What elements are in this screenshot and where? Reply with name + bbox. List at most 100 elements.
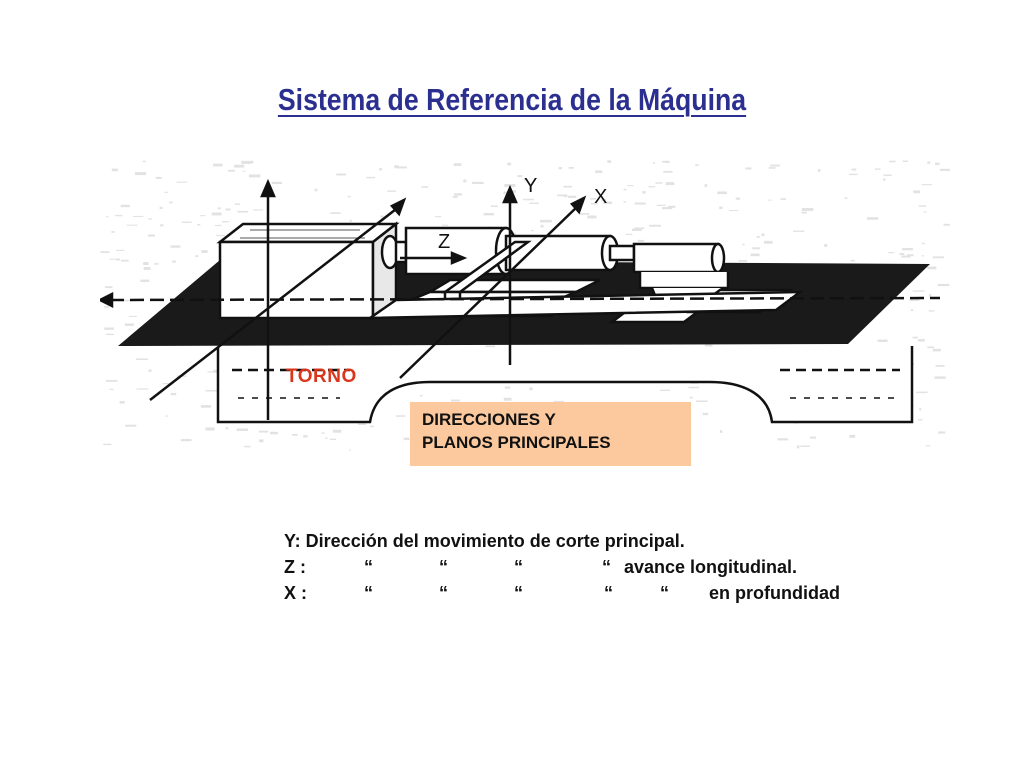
x-text: en profundidad bbox=[709, 583, 840, 603]
noise-speck bbox=[923, 211, 927, 213]
noise-speck bbox=[932, 348, 941, 352]
noise-speck bbox=[818, 169, 821, 172]
noise-speck bbox=[321, 432, 325, 434]
noise-speck bbox=[796, 445, 800, 449]
noise-speck bbox=[258, 430, 268, 433]
noise-speck bbox=[379, 168, 382, 171]
noise-speck bbox=[756, 236, 760, 238]
noise-speck bbox=[162, 383, 172, 385]
noise-speck bbox=[169, 201, 173, 204]
machine-label: TORNO bbox=[286, 366, 357, 387]
noise-speck bbox=[717, 191, 727, 195]
noise-speck bbox=[623, 201, 626, 203]
noise-speck bbox=[237, 210, 249, 213]
noise-speck bbox=[770, 164, 780, 167]
noise-speck bbox=[104, 327, 114, 330]
z-prefix: Z : bbox=[284, 557, 306, 577]
noise-speck bbox=[213, 163, 223, 167]
noise-speck bbox=[403, 437, 410, 441]
noise-speck bbox=[649, 224, 661, 227]
noise-speck bbox=[349, 219, 352, 222]
noise-speck bbox=[660, 389, 670, 391]
noise-speck bbox=[907, 254, 914, 257]
noise-speck bbox=[558, 167, 562, 170]
noise-speck bbox=[540, 224, 544, 228]
axis-label-z: Z bbox=[438, 231, 450, 253]
noise-speck bbox=[472, 181, 484, 184]
noise-speck bbox=[568, 167, 574, 169]
noise-speck bbox=[234, 164, 245, 168]
noise-speck bbox=[181, 221, 192, 223]
noise-speck bbox=[590, 203, 598, 205]
noise-speck bbox=[929, 294, 932, 297]
x-description: X : “ “ “ “ “ en profundidad bbox=[284, 580, 924, 606]
noise-speck bbox=[105, 333, 114, 336]
noise-speck bbox=[623, 188, 627, 191]
noise-speck bbox=[159, 206, 163, 209]
noise-speck bbox=[720, 430, 723, 433]
noise-speck bbox=[940, 168, 950, 171]
noise-speck bbox=[752, 247, 761, 250]
noise-speck bbox=[100, 251, 110, 253]
noise-speck bbox=[928, 310, 935, 312]
noise-speck bbox=[348, 449, 351, 451]
noise-speck bbox=[358, 423, 367, 425]
noise-speck bbox=[504, 386, 511, 389]
noise-speck bbox=[242, 170, 246, 172]
noise-speck bbox=[234, 203, 241, 205]
noise-speck bbox=[849, 434, 856, 438]
x-ditto-1: “ bbox=[364, 583, 373, 603]
noise-speck bbox=[934, 376, 946, 379]
noise-speck bbox=[653, 162, 656, 164]
noise-speck bbox=[603, 201, 613, 204]
page-title: Sistema de Referencia de la Máquina bbox=[277, 82, 747, 117]
noise-speck bbox=[777, 438, 789, 441]
noise-speck bbox=[109, 258, 119, 260]
noise-speck bbox=[251, 160, 254, 164]
lathe-base bbox=[216, 346, 914, 424]
headstock bbox=[216, 221, 400, 321]
noise-speck bbox=[877, 339, 888, 342]
noise-speck bbox=[119, 401, 125, 404]
noise-speck bbox=[909, 299, 920, 301]
noise-speck bbox=[910, 309, 914, 311]
noise-speck bbox=[491, 205, 498, 207]
noise-speck bbox=[918, 339, 925, 342]
noise-speck bbox=[135, 172, 147, 176]
noise-speck bbox=[143, 267, 151, 270]
noise-speck bbox=[742, 243, 745, 246]
axis-label-y: Y bbox=[524, 175, 537, 197]
noise-speck bbox=[702, 412, 709, 416]
z-ditto-4: “ bbox=[602, 557, 611, 577]
noise-speck bbox=[225, 208, 231, 211]
noise-speck bbox=[883, 174, 892, 177]
noise-speck bbox=[801, 211, 807, 214]
noise-speck bbox=[170, 245, 181, 248]
noise-speck bbox=[148, 369, 152, 372]
noise-speck bbox=[104, 286, 113, 289]
noise-speck bbox=[768, 199, 772, 201]
x-ditto-3: “ bbox=[514, 583, 523, 603]
noise-speck bbox=[745, 167, 752, 170]
noise-speck bbox=[454, 193, 462, 196]
noise-speck bbox=[201, 250, 208, 253]
noise-speck bbox=[810, 436, 817, 439]
noise-speck bbox=[848, 173, 858, 176]
callout-line-2: PLANOS PRINCIPALES bbox=[422, 433, 611, 452]
noise-speck bbox=[557, 194, 567, 197]
noise-speck bbox=[160, 224, 164, 227]
noise-speck bbox=[485, 345, 496, 349]
noise-speck bbox=[780, 198, 786, 201]
noise-speck bbox=[200, 215, 206, 217]
noise-speck bbox=[921, 242, 925, 245]
noise-speck bbox=[523, 198, 534, 201]
noise-speck bbox=[927, 346, 934, 349]
noise-speck bbox=[292, 434, 298, 436]
noise-speck bbox=[517, 175, 523, 178]
noise-speck bbox=[531, 229, 534, 232]
noise-speck bbox=[937, 283, 950, 287]
noise-speck bbox=[207, 371, 218, 373]
noise-speck bbox=[248, 174, 261, 178]
noise-speck bbox=[642, 191, 646, 194]
noise-speck bbox=[563, 194, 568, 198]
